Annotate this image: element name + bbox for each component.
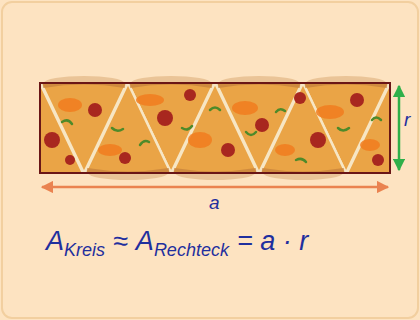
formula-symbol: A xyxy=(136,226,154,256)
formula-subscript: Rechteck xyxy=(154,240,229,260)
pizza-slices xyxy=(40,83,390,173)
height-arrow xyxy=(398,86,401,170)
rectangle-outline xyxy=(40,83,390,173)
area-formula: AKreis≈ARechteck= a · r xyxy=(46,228,308,259)
formula-operator: ≈ xyxy=(113,226,128,256)
width-arrow xyxy=(42,186,388,189)
formula-expression: = a · r xyxy=(237,226,308,256)
formula-subscript: Kreis xyxy=(64,240,105,260)
formula-symbol: A xyxy=(46,226,64,256)
dimension-label: r xyxy=(404,110,410,129)
dimension-label: a xyxy=(209,193,220,212)
